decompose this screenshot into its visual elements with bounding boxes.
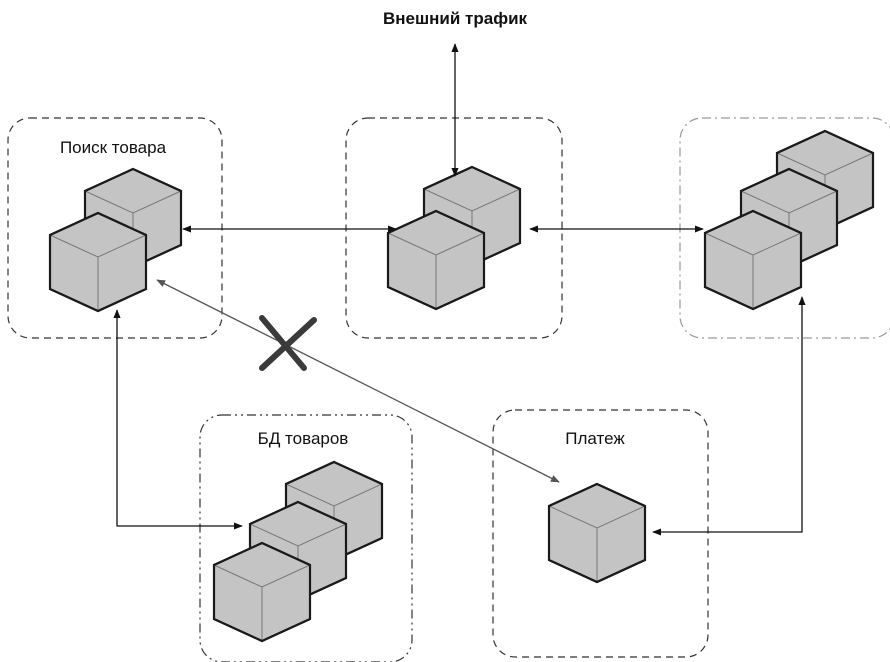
gateway-cubes <box>386 165 522 311</box>
server-cube-icon <box>212 541 312 643</box>
server-cube-icon <box>547 482 647 584</box>
product-search-cubes <box>48 167 183 313</box>
payment-label: Платеж <box>565 429 625 448</box>
connection-search-payment-blocked <box>156 279 560 483</box>
server-cube-icon <box>703 209 803 311</box>
external-traffic-label: Внешний трафик <box>383 9 528 28</box>
payment-cubes <box>547 482 647 584</box>
product-db-cubes <box>212 460 384 643</box>
product-search-label: Поиск товара <box>60 138 167 157</box>
product-db-label: БД товаров <box>258 429 349 448</box>
connection-right-payment <box>652 296 806 536</box>
blocked-cross-icon <box>259 315 317 371</box>
server-cube-icon <box>386 209 486 311</box>
server-cube-icon <box>48 211 148 313</box>
right-cluster-cubes <box>703 129 875 311</box>
connection-search-db <box>113 309 243 530</box>
